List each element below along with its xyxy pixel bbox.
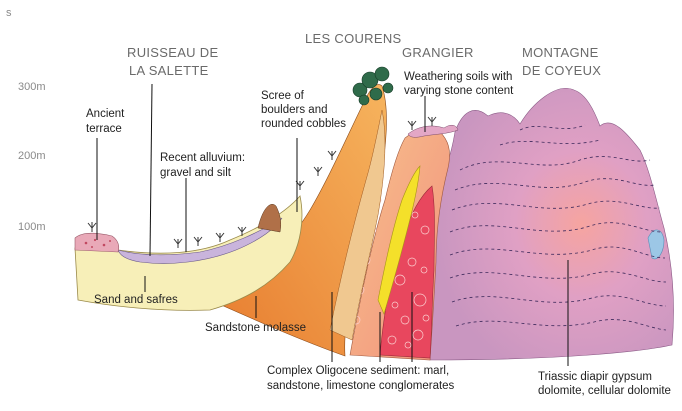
label-oligocene-1: Complex Oligocene sediment: marl,	[267, 365, 449, 377]
region-coyeux-line1: MONTAGNE	[522, 45, 599, 60]
label-oligocene-2: sandstone, limestone conglomerates	[267, 380, 455, 392]
scree-deposit	[258, 204, 281, 232]
label-recent-alluvium-1: Recent alluvium:	[160, 152, 245, 164]
altitude-label-200m: 200m	[18, 150, 46, 162]
label-ancient-terrace-2: terrace	[86, 123, 122, 135]
label-sandstone-molasse: Sandstone molasse	[205, 322, 306, 334]
region-coyeux-line2: DE COYEUX	[522, 63, 601, 78]
triassic-gypsum-layer	[430, 88, 674, 360]
label-recent-alluvium-2: gravel and silt	[160, 167, 232, 179]
summit-vegetation	[353, 67, 393, 105]
label-scree-1: Scree of	[261, 90, 305, 102]
altitude-label-300m: 300m	[18, 81, 46, 93]
region-salette-line2: LA SALETTE	[129, 63, 209, 78]
label-scree-3: rounded cobbles	[261, 118, 346, 130]
label-ancient-terrace-1: Ancient	[86, 108, 125, 120]
corner-mark: s	[6, 7, 12, 19]
altitude-label-100m: 100m	[18, 221, 46, 233]
region-courens: LES COURENS	[305, 31, 402, 46]
label-weathering-soils-2: varying stone content	[404, 85, 514, 97]
label-triassic-2: dolomite, cellular dolomite	[538, 385, 671, 397]
label-weathering-soils-1: Weathering soils with	[404, 71, 512, 83]
region-grangier: GRANGIER	[402, 45, 474, 60]
label-triassic-1: Triassic diapir gypsum	[538, 371, 652, 383]
label-scree-2: boulders and	[261, 104, 328, 116]
region-salette-line1: RUISSEAU DE	[127, 45, 218, 60]
label-sand-and-safres: Sand and safres	[94, 294, 178, 306]
